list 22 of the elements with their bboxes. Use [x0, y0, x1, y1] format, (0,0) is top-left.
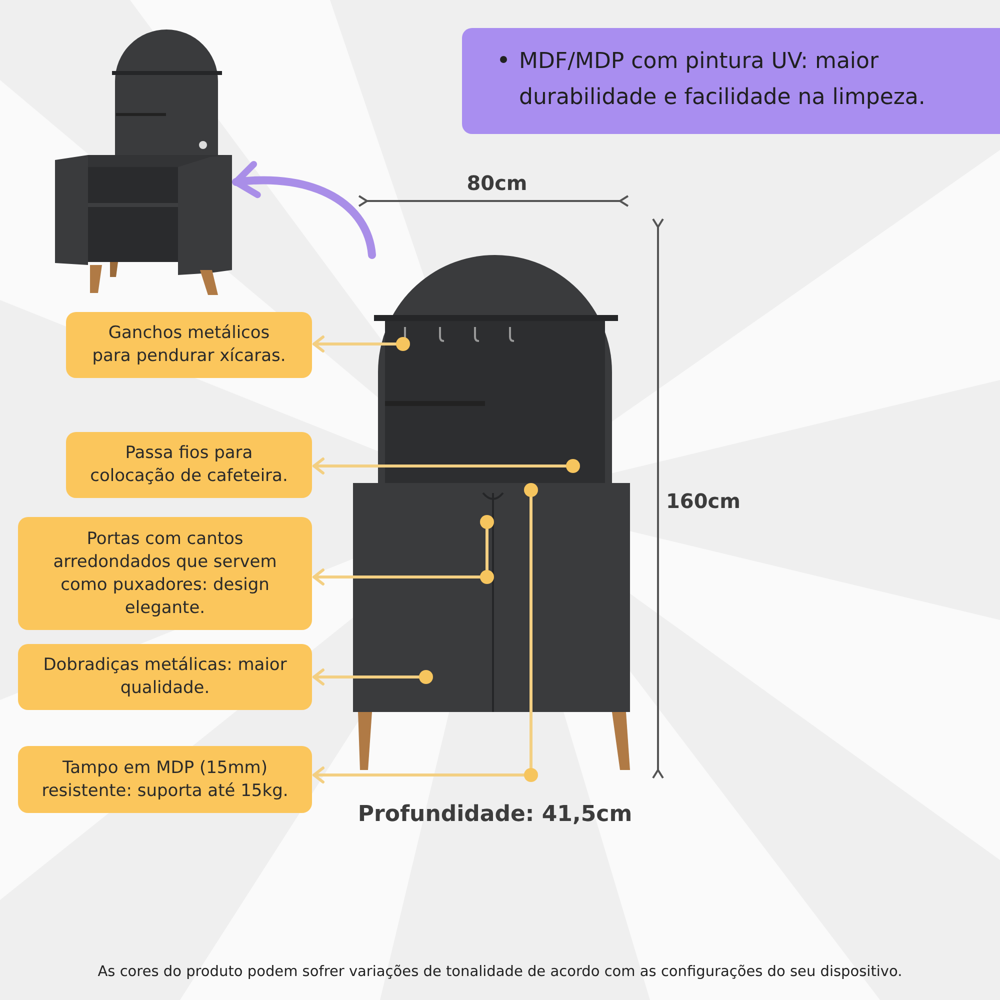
depth-label: Profundidade: 41,5cm	[356, 801, 634, 829]
feature-text: MDF/MDP com pintura UV: maior durabilidade e facilidade na limpeza.	[519, 48, 926, 112]
dimension-label: 160cm	[666, 488, 742, 515]
leader-line	[312, 483, 538, 784]
leader-line	[312, 457, 580, 475]
callout-box	[18, 746, 312, 813]
callout-box	[18, 644, 312, 710]
disclaimer-text: As cores do produto podem sofrer variações de tonalidade de acordo com as configurações do seu dispositivo.	[96, 963, 904, 982]
feature-banner	[462, 28, 1000, 134]
callout-text: Portas com cantos arredondados que servem como puxadores: design elegante.	[52, 528, 278, 620]
curved-arrow	[232, 162, 376, 259]
callout-box	[66, 432, 312, 498]
leader-line	[312, 335, 410, 353]
callout-box	[18, 517, 312, 630]
callout-text: Passa fios para colocação de cafeteira.	[90, 442, 288, 488]
dimension-label: 80cm	[466, 170, 528, 197]
callout-text: Ganchos metálicos para pendurar xícaras.	[91, 322, 287, 368]
leader-line	[312, 668, 433, 686]
callout-text: Tampo em MDP (15mm) resistente: suporta até 15kg.	[40, 756, 290, 802]
callout-box	[66, 312, 312, 378]
callout-text: Dobradiças metálicas: maior qualidade.	[42, 654, 288, 700]
leader-line	[312, 515, 494, 586]
